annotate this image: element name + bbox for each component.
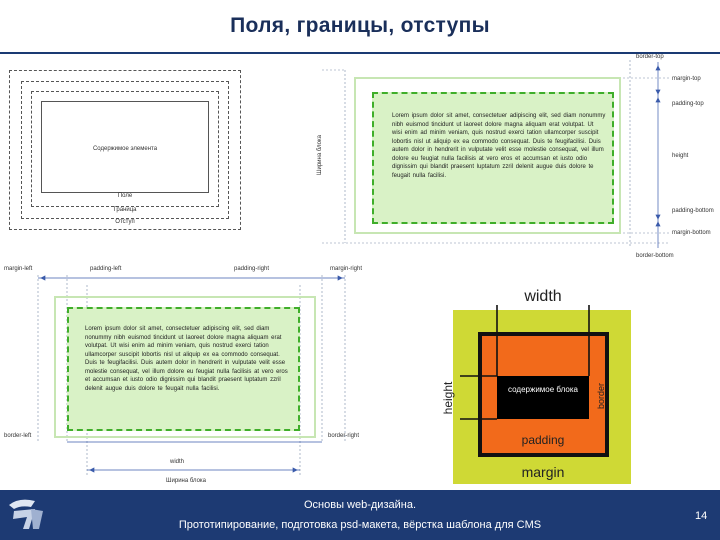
content-area	[497, 376, 589, 419]
header-rule	[0, 52, 720, 54]
label-padding-top: padding-top	[672, 101, 704, 107]
margin-box	[9, 70, 241, 230]
width-label: width	[523, 288, 561, 305]
label-height: height	[672, 153, 689, 159]
footer-line-1: Основы web-дизайна.	[303, 499, 416, 511]
margin-label: Отступ	[115, 219, 135, 225]
logo-icon	[9, 499, 43, 529]
height-label: height	[441, 381, 455, 414]
label-border-bottom: border-bottom	[636, 253, 674, 259]
margin-label-colored: margin	[522, 464, 565, 480]
label-border-left: border-left	[4, 433, 32, 439]
footer: Основы web-дизайна. Прототипирование, по…	[0, 490, 720, 540]
page-number: 14	[695, 510, 708, 522]
label-margin-top: margin-top	[672, 76, 701, 82]
content-label: Содержимое элемента	[92, 146, 158, 152]
border-label: Граница	[113, 207, 137, 213]
label-padding-right: padding-right	[234, 266, 270, 272]
lorem-text: Lorem ipsum dolor sit amet, consectetuer…	[392, 113, 606, 179]
content-block-green: Lorem ipsum dolor sit amet, consectetuer…	[372, 92, 614, 224]
header: Поля, границы, отступы	[0, 0, 720, 52]
padding-label: Поле	[117, 193, 133, 199]
label-border-right: border-right	[328, 433, 360, 439]
lorem-text-2: Lorem ipsum dolor sit amet, consectetuer…	[85, 326, 288, 392]
border-label-vertical: border	[596, 383, 606, 409]
content-area-label: содержимое блока	[508, 385, 578, 394]
label-margin-right: margin-right	[330, 266, 363, 272]
padding-box	[31, 91, 219, 207]
content-block-green-2: Lorem ipsum dolor sit amet, consectetuer…	[67, 307, 300, 431]
label-padding-bottom: padding-bottom	[672, 208, 714, 214]
label-border-top: border-top	[636, 54, 664, 60]
label-width: width	[170, 459, 185, 465]
page-title: Поля, границы, отступы	[230, 14, 490, 37]
label-margin-left: margin-left	[4, 266, 33, 272]
label-margin-bottom: margin-bottom	[672, 230, 711, 236]
label-padding-left: padding-left	[90, 266, 122, 272]
padding-label-colored: padding	[522, 433, 565, 447]
content-box	[41, 101, 209, 193]
footer-line-2: Прототипирование, подготовка psd-макета,…	[178, 519, 542, 531]
label-block-width: Ширина блока	[166, 478, 207, 484]
border-box	[21, 81, 229, 219]
